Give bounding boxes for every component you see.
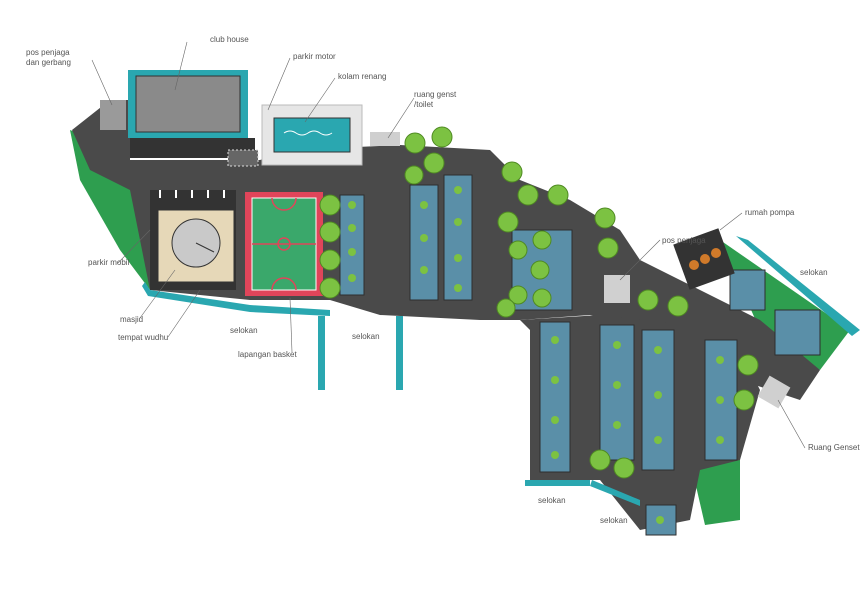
label-line: /toilet	[414, 100, 434, 109]
swimming-pool	[261, 104, 363, 166]
gate-post	[100, 100, 126, 130]
drainage-channels	[142, 236, 860, 506]
leader-lines	[91, 41, 806, 449]
genset-building	[757, 375, 791, 409]
label-selokan-4: selokan	[538, 496, 566, 505]
road-network	[72, 100, 820, 530]
label-line: pos penjaga	[26, 48, 70, 57]
basketball-court	[245, 192, 323, 296]
motor-parking	[227, 149, 259, 167]
label-ruang-genset: Ruang Genset	[808, 443, 860, 452]
label-club-house: club house	[210, 35, 249, 44]
label-tempat-wudhu: tempat wudhu	[118, 333, 169, 342]
label-selokan-1: selokan	[230, 326, 258, 335]
toilet-building	[370, 132, 400, 146]
label-masjid: masjid	[120, 315, 144, 324]
mosque-building	[157, 209, 235, 283]
label-selokan-3: selokan	[800, 268, 828, 277]
label-kolam-renang: kolam renang	[338, 72, 387, 81]
label-rumah-pompa: rumah pompa	[745, 208, 795, 217]
label-ruang-genset-toilet: ruang genst /toilet	[414, 90, 456, 110]
pump-house	[673, 228, 735, 290]
label-line: ruang genst	[414, 90, 457, 99]
trees	[319, 126, 759, 479]
label-lapangan-basket: lapangan basket	[238, 350, 297, 359]
club-house-building	[128, 70, 255, 158]
guard-post	[604, 275, 630, 303]
label-parkir-motor: parkir motor	[293, 52, 336, 61]
housing-units	[339, 174, 821, 536]
unit-markers	[348, 186, 724, 524]
label-selokan-5: selokan	[600, 516, 628, 525]
label-parkir-mobil: parkir mobil	[88, 258, 130, 267]
label-selokan-2: selokan	[352, 332, 380, 341]
label-line: dan gerbang	[26, 58, 71, 67]
label-pos-penjaga: pos penjaga	[662, 236, 706, 245]
label-pos-penjaga-gerbang: pos penjaga dan gerbang	[26, 48, 71, 68]
